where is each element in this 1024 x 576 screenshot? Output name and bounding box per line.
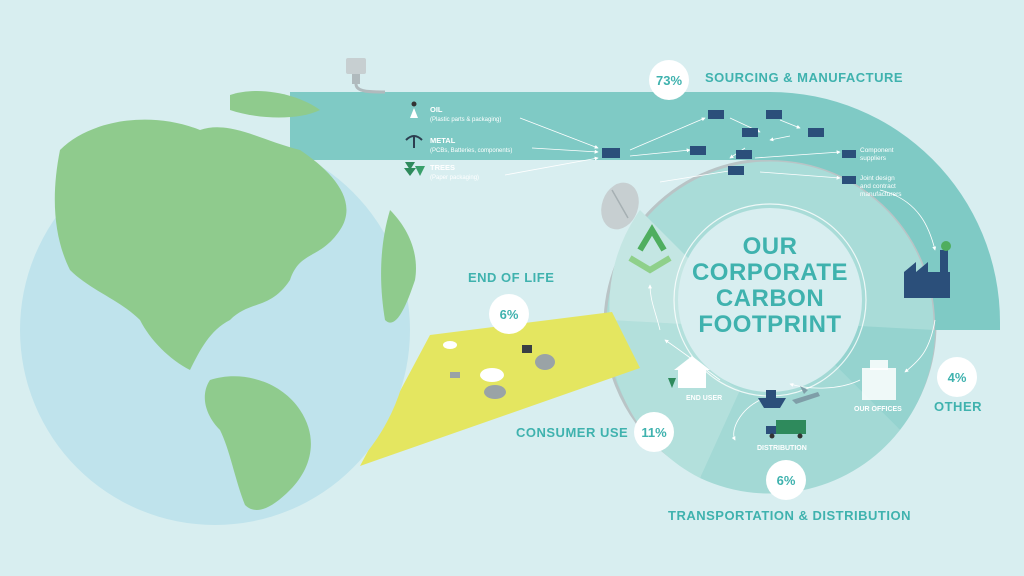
greenland-shape <box>230 90 320 118</box>
main-factory-icon <box>904 241 951 298</box>
label-sourcing: SOURCING & MANUFACTURE <box>705 70 903 85</box>
pickaxe-icon <box>405 135 423 148</box>
north-america-shape <box>54 119 347 370</box>
source-metal-name: METAL <box>430 136 456 145</box>
node-our-offices: OUR OFFICES <box>854 406 902 413</box>
source-oil-sub: (Plastic parts & packaging) <box>430 117 501 123</box>
title-line-3: CARBON <box>716 285 824 312</box>
bubble-other: 4% <box>937 357 977 397</box>
europe-edge-shape <box>381 210 416 323</box>
source-metal-sub: (PCBs, Batteries, components) <box>430 148 512 154</box>
factory-icon <box>842 176 856 184</box>
debris-icons <box>443 341 555 399</box>
title-line-1: OUR <box>743 233 798 260</box>
factory-icon <box>808 128 824 137</box>
factory-icons <box>602 110 856 184</box>
source-oil-name: OIL <box>430 105 443 114</box>
title-line-2: CORPORATE <box>692 259 848 286</box>
house-icon <box>668 356 710 388</box>
recycle-icon <box>628 224 672 274</box>
bubble-sourcing: 73% <box>649 60 689 100</box>
usb-plug-icon <box>346 58 386 94</box>
joint-design-line1: Joint design <box>860 175 895 182</box>
node-end-user: END USER <box>686 395 722 402</box>
pct-transport: 6% <box>777 473 796 488</box>
office-building-icon <box>862 360 896 400</box>
factory-icon <box>602 148 620 158</box>
component-suppliers-line2: suppliers <box>860 155 887 162</box>
supply-chain-arrows <box>504 117 937 441</box>
title-line-4: FOOTPRINT <box>698 311 841 338</box>
sourcing-band <box>290 92 1000 330</box>
source-trees-sub: (Paper packaging) <box>430 175 479 181</box>
label-transport: TRANSPORTATION & DISTRIBUTION <box>668 508 911 523</box>
pct-other: 4% <box>948 370 967 385</box>
truck-icon <box>766 420 806 439</box>
label-consumer-use: CONSUMER USE <box>516 425 628 440</box>
ship-icon <box>758 390 786 408</box>
node-distribution: DISTRIBUTION <box>757 445 807 452</box>
center-hole <box>678 208 862 392</box>
component-suppliers-line1: Component <box>860 147 894 154</box>
mouse-icon <box>601 182 639 230</box>
factory-icon <box>728 166 744 175</box>
bubble-transport: 6% <box>766 460 806 500</box>
plane-icon <box>792 386 820 404</box>
source-trees-name: TREES <box>430 163 455 172</box>
pct-consumer-use: 11% <box>641 425 667 440</box>
label-end-of-life: END OF LIFE <box>468 270 554 285</box>
oil-derrick-icon <box>410 101 418 118</box>
factory-icon <box>736 150 752 159</box>
factory-icon <box>708 110 724 119</box>
factory-icon <box>690 146 706 155</box>
factory-icon <box>842 150 856 158</box>
trees-icon <box>404 162 425 176</box>
joint-design-line2: and contract <box>860 183 896 190</box>
bubble-end-of-life: 6% <box>489 294 529 334</box>
south-america-shape <box>204 376 311 510</box>
label-other: OTHER <box>934 399 982 414</box>
pct-sourcing: 73% <box>656 73 682 88</box>
factory-icon <box>766 110 782 119</box>
pct-end-of-life: 6% <box>500 307 519 322</box>
factory-icon <box>742 128 758 137</box>
bubble-consumer-use: 11% <box>634 412 674 452</box>
joint-design-line3: manufacturers <box>860 191 902 198</box>
